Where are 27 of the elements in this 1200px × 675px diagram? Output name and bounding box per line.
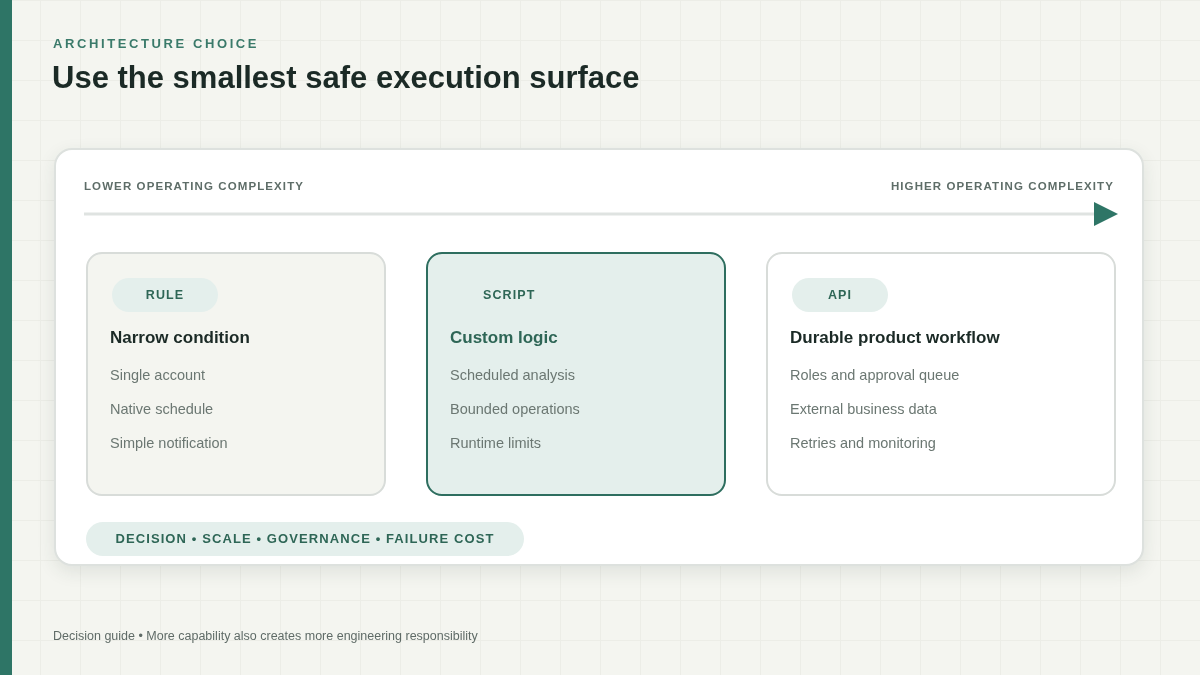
list-item: Native schedule — [110, 400, 214, 418]
list-item: Roles and approval queue — [790, 366, 960, 384]
option-card — [86, 252, 386, 496]
tag-label: SCRIPT — [483, 287, 536, 303]
list-item: Retries and monitoring — [790, 434, 936, 452]
option-card — [426, 252, 726, 496]
tag-pill — [792, 278, 888, 312]
footer-note: Decision guide • More capability also creates more engineering responsibility — [53, 628, 478, 644]
card-heading: Custom logic — [450, 328, 558, 348]
axis-label: LOWER OPERATING COMPLEXITY — [84, 179, 305, 193]
slide-title: Use the smallest safe execution surface — [52, 59, 640, 97]
tag-label: API — [827, 287, 853, 303]
tag-label: RULE — [145, 287, 185, 303]
eyebrow-heading: ARCHITECTURE CHOICE — [53, 36, 260, 52]
list-item: Simple notification — [110, 434, 228, 452]
option-card — [766, 252, 1116, 496]
criteria-pill — [86, 522, 524, 556]
axis-label: HIGHER OPERATING COMPLEXITY — [890, 179, 1114, 193]
criteria-text: DECISION • SCALE • GOVERNANCE • FAILURE COST — [115, 531, 495, 547]
card-heading: Narrow condition — [110, 328, 250, 348]
list-item: Runtime limits — [450, 434, 542, 452]
list-item: Bounded operations — [450, 400, 580, 418]
list-item: Scheduled analysis — [450, 366, 575, 384]
card-heading: Durable product workflow — [790, 328, 1000, 348]
content-panel — [54, 148, 1144, 566]
list-item: External business data — [790, 400, 937, 418]
list-item: Single account — [110, 366, 206, 384]
